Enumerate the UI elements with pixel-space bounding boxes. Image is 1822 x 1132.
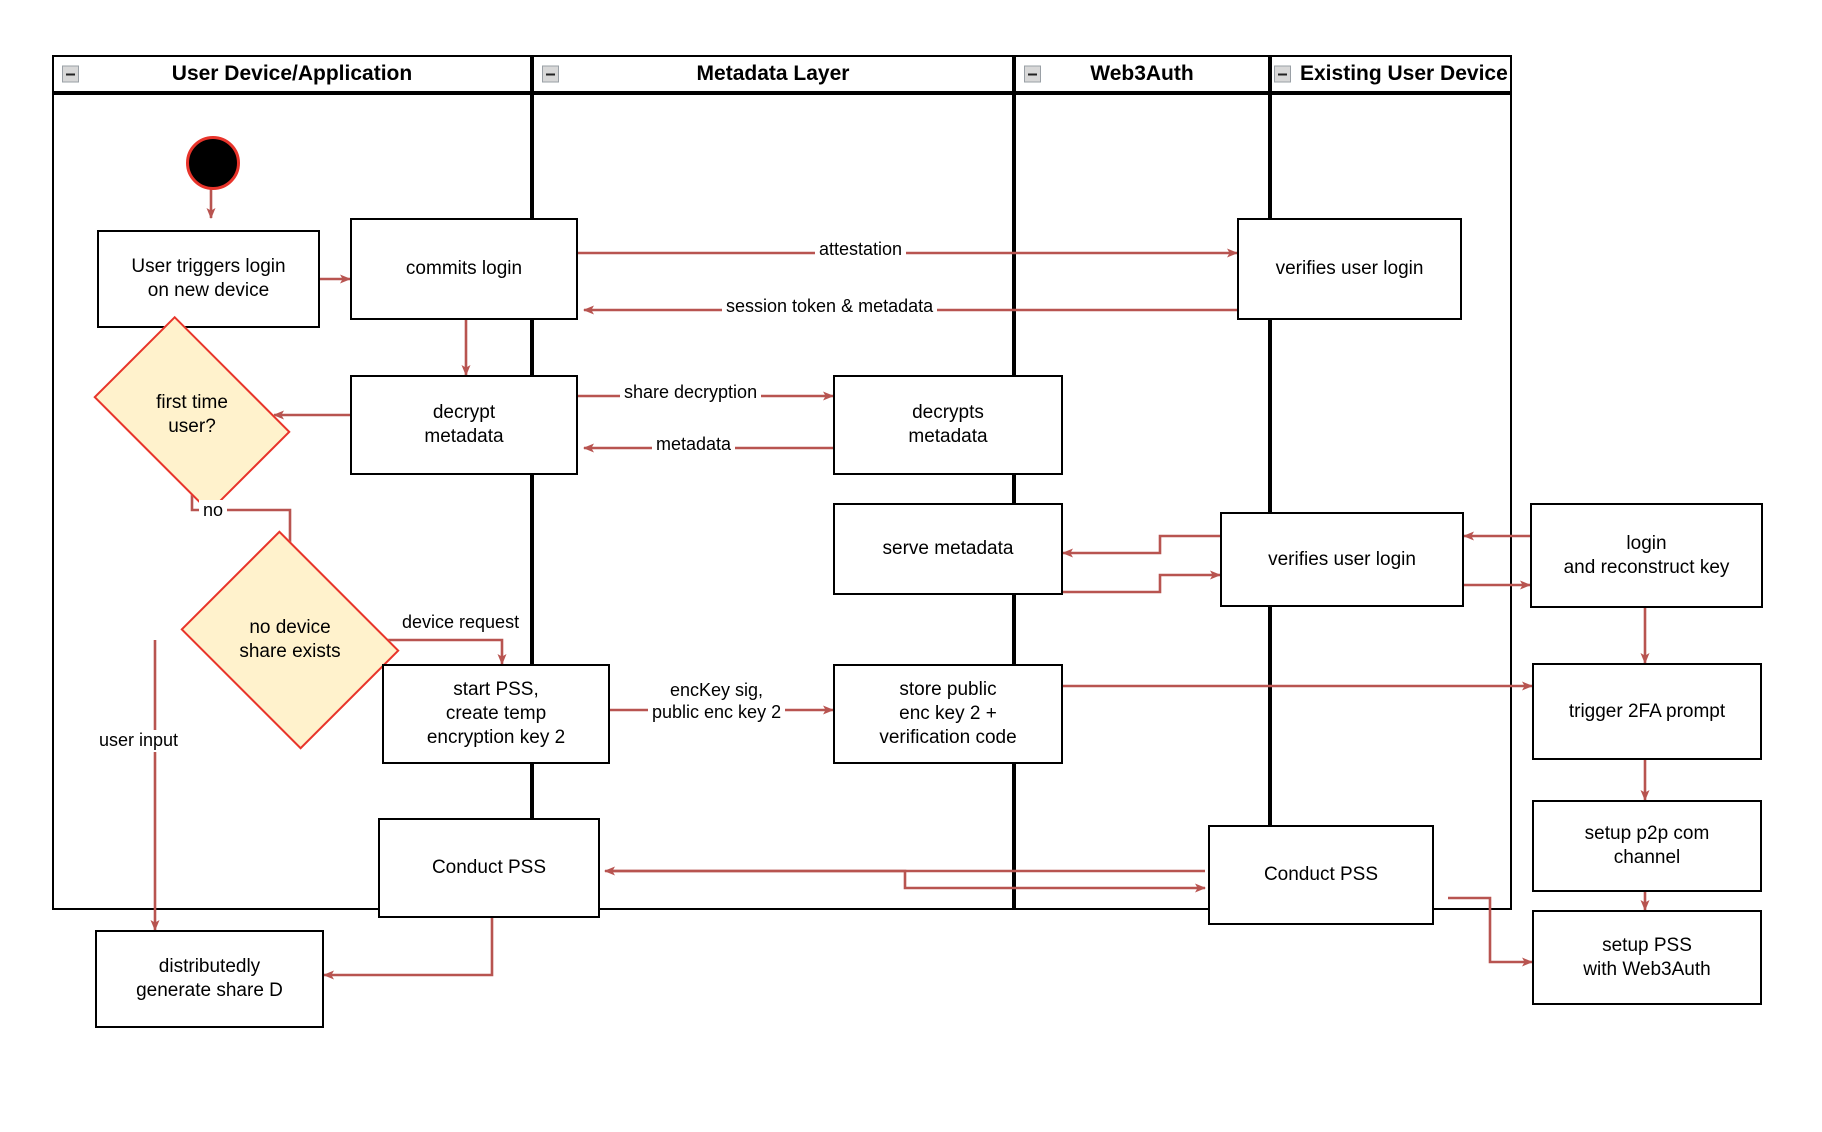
lane-header-existing-user-device[interactable]: Existing User Device: [1270, 55, 1512, 93]
lane-header-metadata-layer[interactable]: Metadata Layer: [532, 55, 1014, 93]
lane-title: Metadata Layer: [696, 62, 850, 85]
edge-label-user-input: user input: [95, 730, 183, 752]
node-conduct-pss-user[interactable]: Conduct PSS: [378, 818, 600, 918]
collapse-icon[interactable]: [1024, 65, 1041, 83]
lane-header-web3auth[interactable]: Web3Auth: [1014, 55, 1270, 93]
node-label: verifies user login: [1268, 548, 1416, 570]
lane-title: Existing User Device: [1300, 62, 1508, 85]
edge-label-metadata: metadata: [652, 434, 736, 456]
lane-title: User Device/Application: [171, 62, 413, 85]
lane-body-metadata-layer: [532, 93, 1014, 910]
lane-header-user-device-application[interactable]: User Device/Application: [52, 55, 532, 93]
collapse-icon[interactable]: [542, 65, 559, 83]
node-label: Conduct PSS: [431, 857, 547, 879]
edge-label-share-decryption: share decryption: [620, 382, 762, 404]
node-label: Conduct PSS: [1263, 864, 1379, 886]
collapse-icon[interactable]: [1274, 65, 1291, 83]
collapse-icon[interactable]: [62, 65, 79, 83]
node-label: verifies user login: [1275, 258, 1424, 280]
lane-body-existing-user-device: [1270, 93, 1512, 910]
lane-title: Web3Auth: [1090, 62, 1194, 85]
node-verifies-user-login-2[interactable]: verifies user login: [1220, 512, 1464, 607]
edge-label-device-request: device request: [398, 612, 524, 634]
node-verifies-user-login-1[interactable]: verifies user login: [1237, 218, 1462, 320]
node-commits-login[interactable]: commits login: [350, 218, 578, 320]
node-conduct-pss-web3auth[interactable]: Conduct PSS: [1208, 825, 1434, 925]
lane-body-web3auth: [1014, 93, 1270, 910]
edge-label-enckey-sig: encKey sig,public enc key 2: [648, 680, 786, 724]
initial-node: [186, 136, 240, 190]
node-trigger-2fa-prompt[interactable]: trigger 2FA prompt: [1532, 663, 1762, 760]
node-label: commits login: [405, 258, 523, 280]
edge-label-no: no: [199, 500, 228, 522]
lane-body-user-device-application: [52, 93, 532, 910]
edge-label-session-token: session token & metadata: [722, 296, 938, 318]
node-serve-metadata[interactable]: serve metadata: [833, 503, 1063, 595]
node-label: serve metadata: [882, 538, 1014, 560]
node-label: trigger 2FA prompt: [1568, 700, 1726, 722]
edge-label-attestation: attestation: [815, 239, 907, 261]
